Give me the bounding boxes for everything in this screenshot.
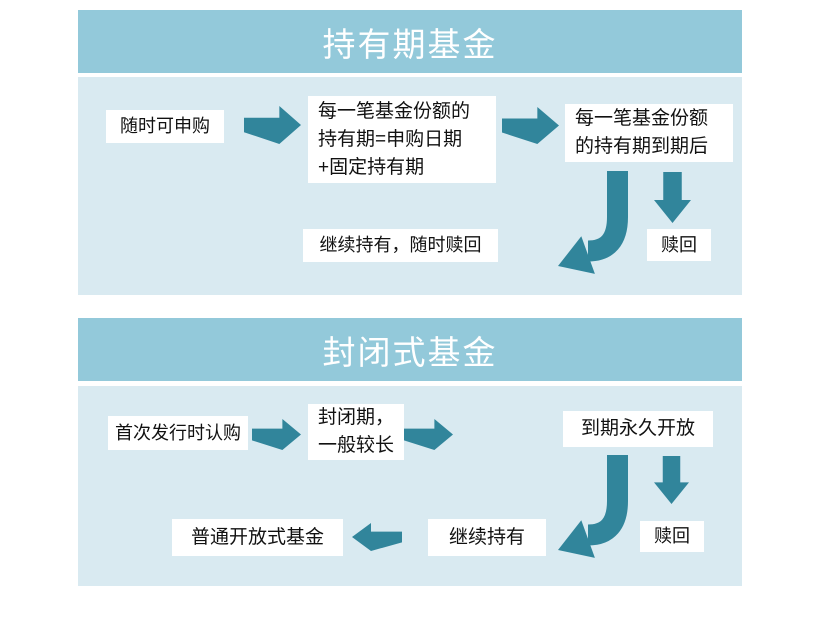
panel-title-holding-period-fund: 持有期基金 [78,10,742,73]
node-continue-hold-redeem-anytime: 继续持有，随时赎回 [303,229,498,262]
node-holding-rule: 每一笔基金份额的 持有期=申购日期 +固定持有期 [308,96,496,183]
node-subscribe-anytime: 随时可申购 [106,110,224,143]
node-redeem: 赎回 [640,521,704,552]
node-open-after-maturity: 到期永久开放 [563,411,713,447]
node-holding-maturity: 每一笔基金份额 的持有期到期后 [565,104,733,162]
arrow-curve-down-left-icon [558,171,628,274]
node-initial-subscription: 首次发行时认购 [108,416,248,450]
arrow-curve-down-left-icon [558,455,628,558]
node-closed-period: 封闭期， 一般较长 [308,404,404,460]
node-continue-hold: 继续持有 [428,519,546,556]
node-ordinary-open-fund: 普通开放式基金 [172,519,343,556]
node-redeem: 赎回 [647,229,711,261]
panel-title-closed-end-fund: 封闭式基金 [78,318,742,381]
